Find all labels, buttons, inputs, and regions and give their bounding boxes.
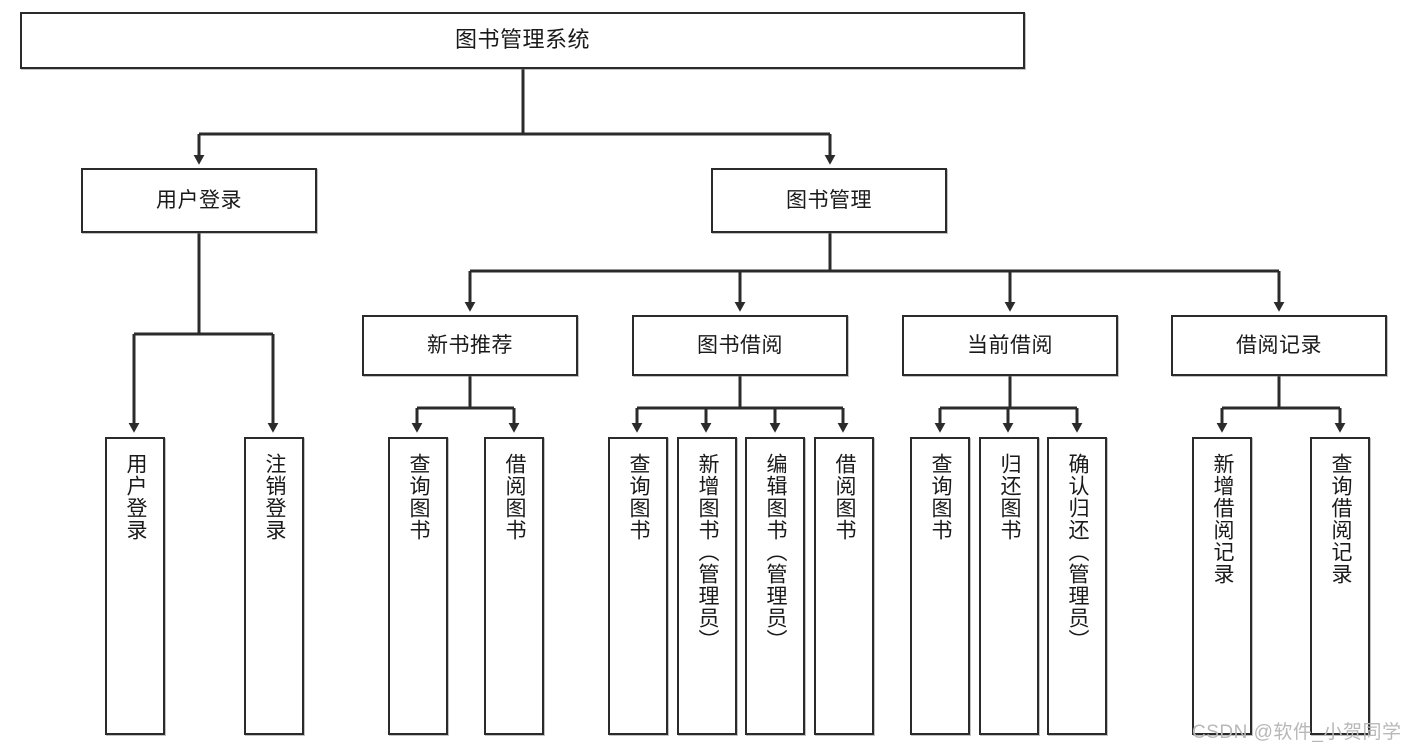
node-leaf-add-record-label: 新增借阅记录	[1211, 453, 1235, 585]
node-borrow-record-label: 借阅记录	[1236, 333, 1322, 357]
node-leaf-logout-login[interactable]: 注销登录	[244, 437, 304, 735]
node-book-management-label: 图书管理	[786, 188, 872, 212]
node-new-book-recommend[interactable]: 新书推荐	[362, 315, 578, 376]
node-leaf-return-book-label: 归还图书	[998, 453, 1022, 541]
node-leaf-add-book[interactable]: 新增图书（管理员）	[677, 437, 737, 735]
node-leaf-query-book-3[interactable]: 查询图书	[910, 437, 970, 735]
node-leaf-borrow-book-1[interactable]: 借阅图书	[484, 437, 544, 735]
node-user-login[interactable]: 用户登录	[81, 168, 317, 233]
node-leaf-query-record-label: 查询借阅记录	[1329, 453, 1353, 585]
node-leaf-edit-book-label: 编辑图书（管理员）	[764, 453, 788, 651]
node-book-borrow[interactable]: 图书借阅	[632, 315, 848, 376]
node-leaf-return-book[interactable]: 归还图书	[979, 437, 1039, 735]
node-root[interactable]: 图书管理系统	[20, 12, 1025, 69]
node-leaf-user-login-label: 用户登录	[124, 453, 148, 541]
node-user-login-label: 用户登录	[156, 188, 242, 212]
node-leaf-borrow-book-2-label: 借阅图书	[833, 453, 857, 541]
watermark: CSDN @软件_小贺同学	[1192, 722, 1402, 743]
node-leaf-confirm-return-label: 确认归还（管理员）	[1066, 453, 1090, 651]
node-new-book-recommend-label: 新书推荐	[427, 333, 513, 357]
node-leaf-query-book-3-label: 查询图书	[929, 453, 953, 541]
node-leaf-logout-login-label: 注销登录	[263, 453, 287, 541]
node-root-label: 图书管理系统	[454, 27, 590, 53]
node-leaf-query-book-2[interactable]: 查询图书	[608, 437, 668, 735]
node-leaf-query-book-1-label: 查询图书	[407, 453, 431, 541]
node-borrow-record[interactable]: 借阅记录	[1171, 315, 1387, 376]
node-leaf-add-book-label: 新增图书（管理员）	[696, 453, 720, 651]
node-leaf-add-record[interactable]: 新增借阅记录	[1192, 437, 1252, 735]
node-leaf-query-book-1[interactable]: 查询图书	[388, 437, 448, 735]
node-book-management[interactable]: 图书管理	[711, 168, 947, 233]
node-book-borrow-label: 图书借阅	[697, 333, 783, 357]
node-leaf-query-record[interactable]: 查询借阅记录	[1310, 437, 1370, 735]
node-current-borrow[interactable]: 当前借阅	[902, 315, 1118, 376]
node-leaf-user-login[interactable]: 用户登录	[105, 437, 165, 735]
node-leaf-borrow-book-2[interactable]: 借阅图书	[814, 437, 874, 735]
node-leaf-edit-book[interactable]: 编辑图书（管理员）	[745, 437, 805, 735]
node-leaf-confirm-return[interactable]: 确认归还（管理员）	[1047, 437, 1107, 735]
node-current-borrow-label: 当前借阅	[967, 333, 1053, 357]
node-leaf-query-book-2-label: 查询图书	[627, 453, 651, 541]
node-leaf-borrow-book-1-label: 借阅图书	[503, 453, 527, 541]
